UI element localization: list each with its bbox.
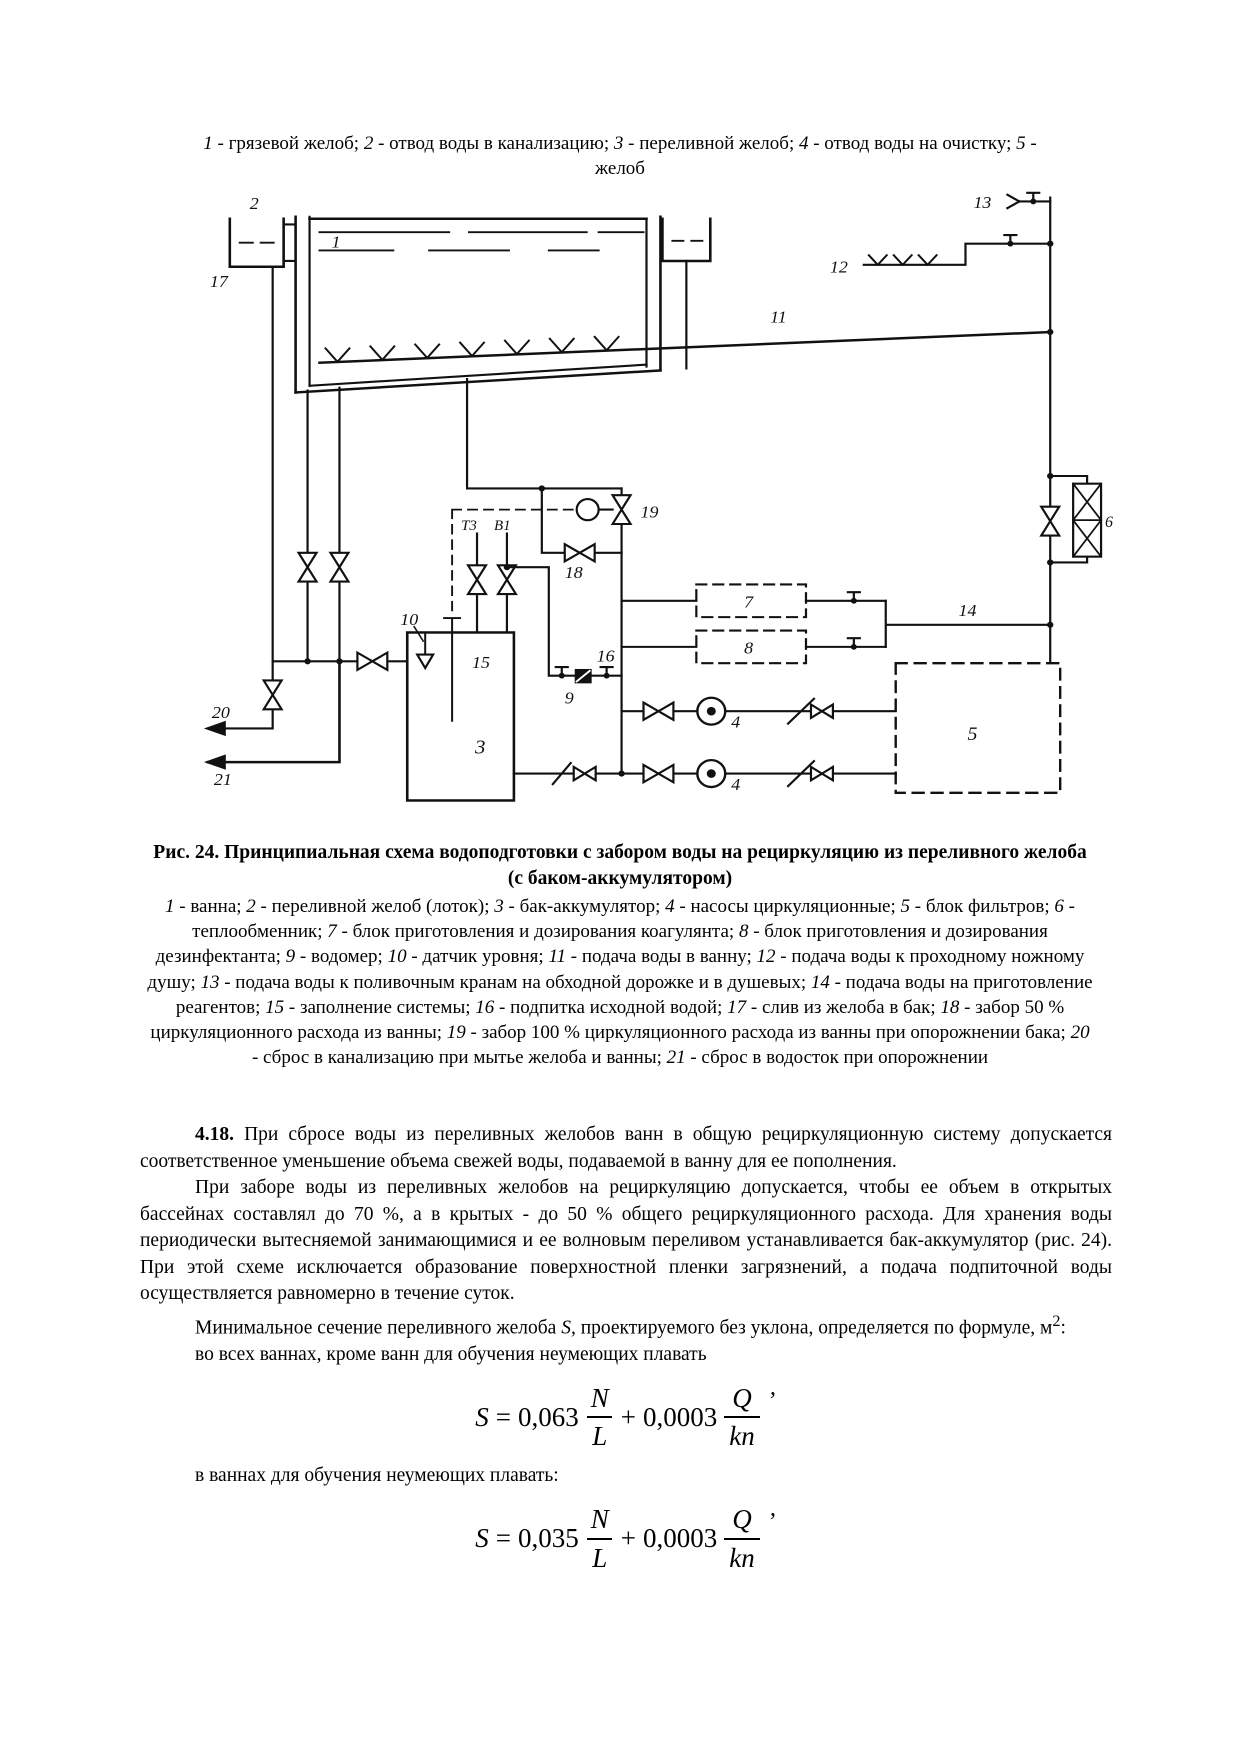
fraction: N L (586, 1505, 614, 1572)
valve-icon (296, 551, 319, 583)
fraction: N L (586, 1384, 614, 1451)
overflow-gutter-left (228, 217, 297, 268)
level-float-icon (415, 653, 436, 671)
open-arrow-icon (1005, 193, 1021, 210)
control-line (451, 508, 577, 618)
formula-lhs: S (475, 1402, 489, 1433)
pool-drain-pipes (296, 386, 351, 663)
formula-2: S = 0,035 N L + 0,0003 Q kn ’ (475, 1504, 777, 1573)
diagram-label: 5 (967, 724, 977, 745)
storm-drain-21 (203, 660, 341, 770)
diagram-label: Т3 (461, 518, 477, 534)
diagram-label: В1 (494, 518, 511, 534)
right-riser-pipe (862, 191, 1103, 665)
diagram-label: 1 (331, 232, 340, 252)
recirculation-header (465, 377, 623, 490)
pump-line-upper (620, 696, 897, 726)
check-valve-icon (786, 697, 816, 726)
check-valve-icon (786, 759, 816, 788)
valve-icon (466, 564, 488, 596)
figure-caption: Рис. 24. Принципиальная схема водоподгот… (153, 842, 1087, 889)
diagram-label: 19 (641, 502, 659, 522)
paragraph: При заборе воды из переливных желобов на… (140, 1177, 1112, 1304)
valve-icon (1039, 505, 1062, 537)
diagram-label: 13 (973, 192, 991, 212)
valve-icon (809, 764, 835, 783)
valve-icon (261, 679, 284, 711)
diagram-label: 10 (400, 609, 418, 629)
diagram-label: 11 (770, 307, 787, 327)
diagram-label: 17 (210, 271, 229, 291)
accumulator-tank (405, 617, 516, 802)
diagram-label: 3 (474, 737, 485, 759)
formula-lhs: S (475, 1523, 489, 1554)
case-line-b: в ваннах для обучения неумеющих плавать: (195, 1464, 559, 1486)
figure-legend: 1 - ванна; 2 - переливной желоб (лоток);… (147, 896, 1093, 1069)
fraction: Q kn (724, 1505, 760, 1572)
valve-icon (642, 700, 675, 722)
sewer-drain-20 (203, 660, 284, 737)
water-treatment-schematic: 2 1 17 11 13 12 6 14 7 8 19 18 Т3 В1 10 … (203, 191, 1113, 802)
body-text: 4.18. При сбросе воды из переливных жело… (140, 1122, 1112, 1584)
fraction: Q kn (724, 1384, 760, 1451)
pipe-junctions (304, 240, 1054, 777)
diagram-label: 4 (731, 774, 740, 794)
fill-supply-pipes-15 (466, 532, 518, 634)
valve-icon (809, 702, 835, 720)
nozzle-icons (324, 335, 620, 364)
diagram-label: 15 (472, 652, 490, 672)
diagram-label: 18 (565, 562, 583, 582)
flow-arrow-icon (203, 720, 226, 737)
paragraph: Минимальное сечение переливного желоба S… (195, 1311, 1066, 1339)
diagram-label: 16 (597, 646, 615, 666)
filter-block (894, 662, 1062, 794)
diagram-label: 4 (731, 712, 740, 732)
reagent-line-14 (884, 599, 1052, 648)
supply-pipe-11 (318, 330, 1052, 365)
valve-icon (563, 542, 596, 564)
paragraph-4-18: 4.18. При сбросе воды из переливных жело… (140, 1124, 1112, 1172)
check-valve-icon (551, 761, 573, 786)
valve-icon (642, 763, 675, 785)
central-circulation-pipe (451, 487, 633, 775)
diagram-label: 14 (959, 600, 977, 620)
disinfectant-block (620, 629, 887, 665)
valve-icon (572, 764, 597, 783)
diagram-label: 12 (830, 257, 848, 277)
diagram-label: 8 (744, 638, 753, 658)
level-sensor-icon (443, 617, 462, 722)
water-surface-icon (318, 231, 645, 252)
intake-50-line-18 (540, 487, 623, 564)
flow-arrow-icon (203, 754, 226, 770)
heat-exchanger-icon (1071, 482, 1103, 558)
pump-line-lower (512, 759, 897, 789)
case-line-a: во всех ваннах, кроме ванн для обучения … (195, 1343, 707, 1365)
makeup-water-line-16 (505, 566, 623, 684)
valve-icon (356, 650, 389, 672)
diagram-label: 2 (250, 193, 259, 213)
formula-1: S = 0,063 N L + 0,0003 Q kn ’ (475, 1383, 777, 1452)
valve-icon (328, 551, 351, 583)
tank-fill-header (271, 650, 409, 672)
schematic-diagram: 2 1 17 11 13 12 6 14 7 8 19 18 Т3 В1 10 … (168, 188, 1120, 812)
diagram-labels: 2 1 17 11 13 12 6 14 7 8 19 18 Т3 В1 10 … (210, 192, 1113, 793)
coagulant-block (620, 583, 887, 619)
diagram-label: 9 (565, 688, 574, 708)
diagram-label: 6 (1105, 514, 1113, 531)
diagram-label: 21 (214, 769, 232, 789)
flow-indicator-icon (575, 497, 600, 522)
diagram-label: 20 (212, 702, 230, 722)
valve-icon (610, 494, 633, 526)
shower-nozzle-icons (867, 253, 938, 267)
overflow-gutter-right (661, 217, 712, 370)
pool-basin (294, 215, 662, 394)
diagram-label: 7 (744, 592, 754, 612)
previous-figure-caption: 1 - грязевой желоб; 2 - отвод воды в кан… (203, 133, 1037, 179)
